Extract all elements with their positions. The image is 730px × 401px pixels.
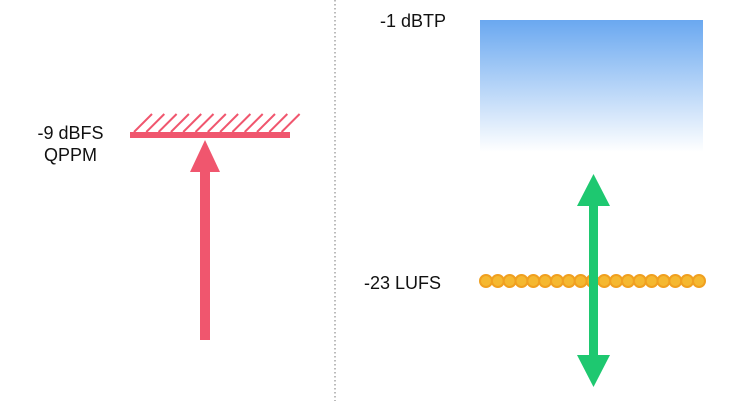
hatch-line <box>207 113 227 133</box>
loudness-dot <box>502 274 517 288</box>
hatch-line <box>280 113 301 133</box>
loudness-dot <box>668 274 683 288</box>
hatch-line <box>133 113 153 133</box>
loudness-dot <box>680 274 695 288</box>
loudness-dot <box>561 274 576 288</box>
loudness-dot <box>632 274 647 288</box>
loudness-dot <box>692 274 706 288</box>
loudness-dot <box>514 274 529 288</box>
upward-arrow <box>190 140 220 340</box>
loudness-dots <box>479 274 706 288</box>
loudness-dot <box>538 274 553 288</box>
hatch-line <box>145 113 166 133</box>
loudness-target-label: -23 LUFS <box>364 273 442 293</box>
hatch-line <box>243 113 264 133</box>
hatch-line <box>157 113 178 133</box>
true-peak-gradient <box>480 20 703 152</box>
loudness-dot <box>479 274 493 288</box>
loudness-dot <box>621 274 635 288</box>
qppm-level-label: -9 dBFS <box>37 123 104 143</box>
hatch-line <box>194 113 215 133</box>
loudness-dot <box>550 274 564 288</box>
loudness-dot <box>490 274 505 288</box>
loudness-dot <box>656 274 671 288</box>
ceiling-hatch <box>133 113 301 133</box>
range-double-arrow <box>577 174 610 387</box>
hatch-line <box>256 113 276 133</box>
true-peak-label: -1 dBTP <box>380 11 447 31</box>
hatch-line <box>219 113 239 133</box>
ceiling-bar <box>130 132 290 138</box>
loudness-dot <box>573 274 588 288</box>
qppm-name-label: QPPM <box>43 145 97 165</box>
hatch-line <box>182 113 202 133</box>
loudness-dot <box>526 274 541 288</box>
loudness-dot <box>644 274 659 288</box>
hatch-line <box>170 113 190 133</box>
loudness-dot <box>597 274 612 288</box>
loudness-dot <box>609 274 624 288</box>
hatch-line <box>268 113 289 133</box>
hatch-line <box>231 113 252 133</box>
